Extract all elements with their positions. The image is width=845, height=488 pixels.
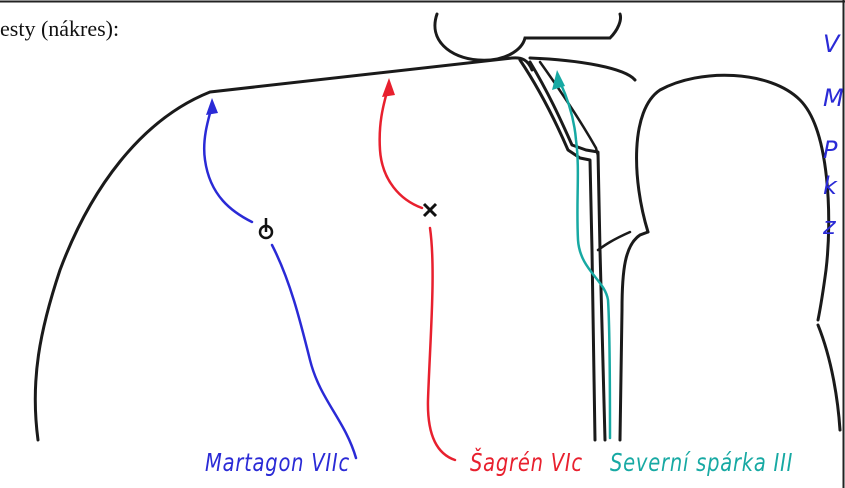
route-line-martagon-lower bbox=[270, 243, 358, 460]
main-buttress-outline bbox=[33, 56, 534, 442]
crack-junction-line bbox=[596, 230, 632, 252]
arrow-head-martagon bbox=[206, 98, 218, 115]
route-label-severni: Severní spárka III bbox=[610, 448, 794, 477]
route-line-sagren-lower bbox=[426, 226, 457, 462]
cross-icon bbox=[422, 202, 438, 218]
arrow-head-severni bbox=[552, 70, 565, 90]
lower-right-outline bbox=[618, 230, 650, 442]
arrow-head-sagren bbox=[382, 78, 395, 97]
route-line-sagren-upper bbox=[378, 86, 424, 210]
margin-note-char: k bbox=[823, 172, 837, 200]
route-line-severni bbox=[558, 80, 612, 440]
sketch-title: esty (nákres): bbox=[0, 16, 120, 41]
margin-note-char: z bbox=[823, 212, 836, 240]
pillar-base-outline bbox=[816, 323, 842, 432]
margin-note-char: M bbox=[823, 84, 844, 112]
ledge-outline bbox=[528, 56, 637, 82]
route-line-martagon-upper bbox=[203, 104, 254, 224]
route-label-martagon: Martagon VIIc bbox=[205, 448, 350, 477]
margin-note-char: P bbox=[823, 136, 838, 164]
chimney-left-line bbox=[518, 58, 597, 442]
pillar-outline bbox=[635, 73, 831, 322]
margin-note-char: V bbox=[823, 30, 840, 58]
route-label-sagren: Šagrén VIc bbox=[470, 448, 583, 477]
chimney-right-line bbox=[528, 60, 607, 442]
summit-block-outline bbox=[433, 12, 622, 62]
anchor-icon bbox=[258, 218, 274, 240]
chimney-inner-line bbox=[538, 60, 600, 158]
